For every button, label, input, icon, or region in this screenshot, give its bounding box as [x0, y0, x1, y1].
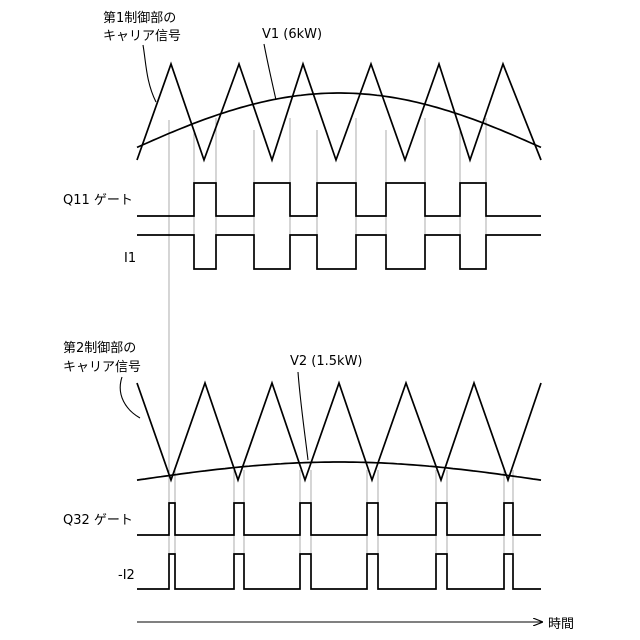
carrier2-label-line1: 第2制御部の [63, 341, 136, 356]
v1-label: V1 (6kW) [262, 27, 322, 42]
time-axis-label: 時間 [548, 617, 574, 632]
i1-label: I1 [124, 251, 136, 266]
reference-wave-v2 [137, 462, 541, 480]
carrier1-leader [143, 45, 156, 102]
carrier1-label-line2: キャリア信号 [103, 29, 181, 44]
carrier-signal-1 [137, 64, 541, 160]
carrier2-label-line2: キャリア信号 [63, 360, 141, 375]
v1-leader [264, 44, 276, 100]
carrier-signal-2 [137, 383, 541, 480]
neg-i2-current-signal [137, 554, 541, 589]
v2-label: V2 (1.5kW) [290, 354, 363, 369]
q32-gate-signal [137, 503, 541, 535]
carrier1-label-line1: 第1制御部の [103, 11, 176, 26]
i1-current-signal [137, 235, 541, 269]
v2-leader [298, 372, 308, 460]
neg-i2-label: -I2 [118, 568, 135, 583]
q32-gate-label: Q32 ゲート [63, 513, 133, 528]
q11-gate-signal [137, 183, 541, 216]
q11-gate-label: Q11 ゲート [63, 193, 133, 208]
